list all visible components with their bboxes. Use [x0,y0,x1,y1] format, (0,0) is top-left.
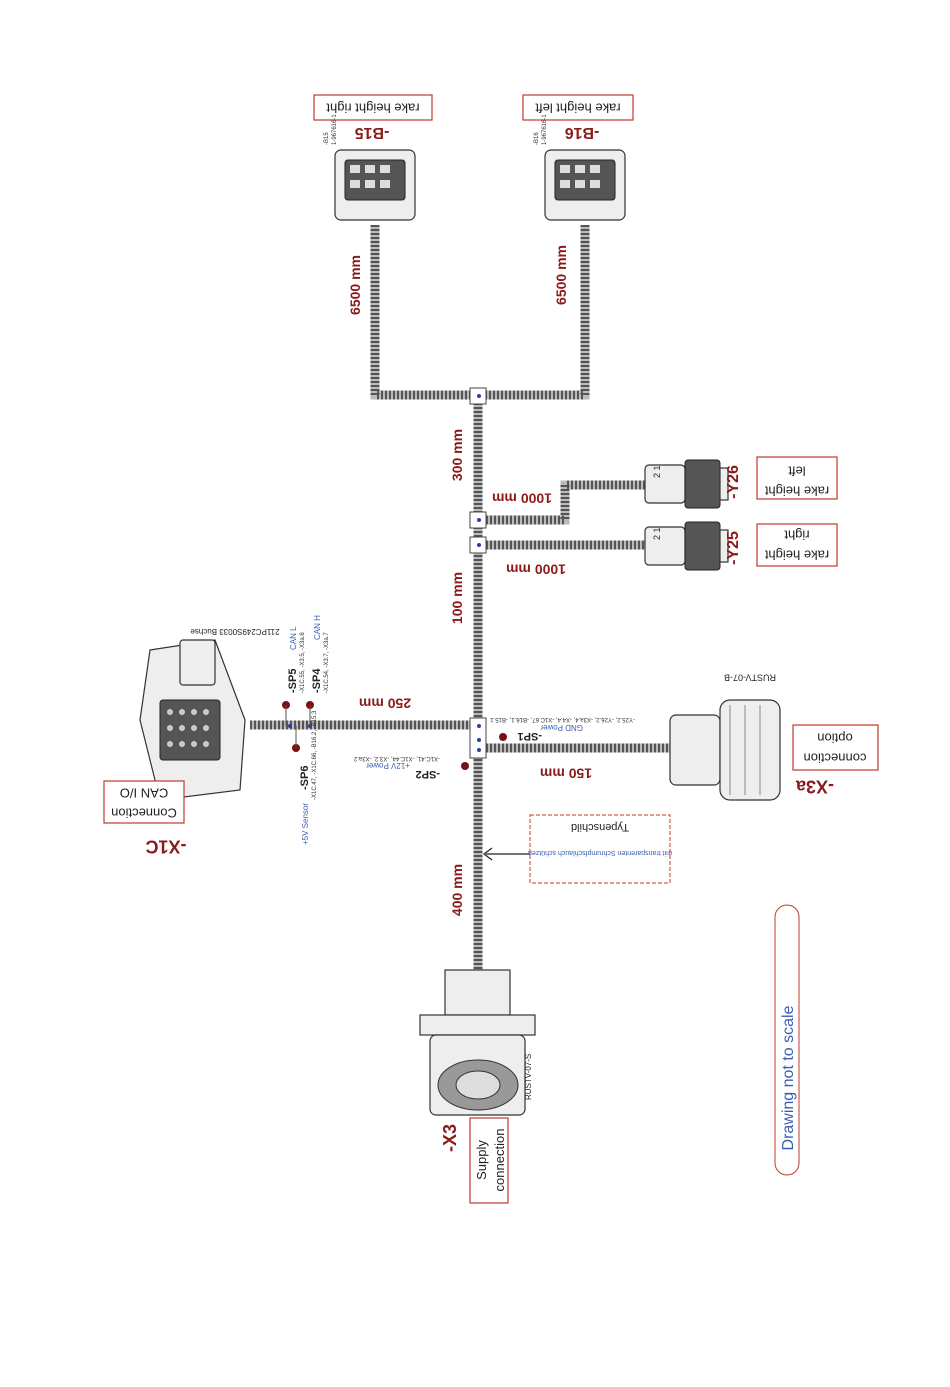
b16-desc: rake height left [535,101,621,116]
sp5-signal: CAN L [289,626,298,650]
y25-desc-box [756,523,838,567]
length-b16: 6500 mm [553,245,569,305]
b16-id: -B16 [565,124,600,141]
sp6-signal: +5V Sensor [301,803,310,845]
sp1-refs: -Y25.2, -Y26.2, -X3a.4, -X4.4, -X1C.67, … [490,716,635,722]
x3-desc-box [469,1117,509,1204]
b16-desc-box [522,94,634,121]
b15-connector [334,149,416,221]
note-box [774,904,800,1176]
sp5-id: -SP5 [287,669,299,693]
x3-desc-line2: connection [492,1129,507,1192]
x1c-desc-line2: CAN I/O [120,786,168,801]
b16-part-no: 1-967616-1 [542,114,548,145]
sp1-marker [499,733,507,741]
y25-desc-line1: rake height [764,548,829,563]
b15-b16-cable [370,225,590,400]
y26-desc-line1: rake height [764,484,829,499]
sp4-id: -SP4 [311,668,323,693]
breakout-nodes [288,387,487,759]
y25-id: -Y25 [725,531,742,565]
y26-pins: 2 1 [652,465,662,478]
length-trunk-top: 300 mm [449,429,465,481]
x3a-id: -X3a [795,776,834,796]
length-x1c: 250 mm [359,695,411,711]
x3a-connector [669,699,781,801]
y25-pins: 2 1 [652,527,662,540]
x1c-part-no: 211PC249S0033 Buchse [190,627,280,636]
x3-id: -X3 [440,1124,460,1152]
x3-connector [419,969,536,1116]
b16-part-ref: -B16 [534,132,540,145]
length-trunk-mid: 100 mm [449,572,465,624]
length-b15: 6500 mm [347,255,363,315]
b15-id: -B15 [355,124,390,141]
b15-part-ref: -B15 [324,132,330,145]
x1c-desc-box [103,780,185,824]
sp4-refs: -X1C.54, -X3.7, -X3a.7 [324,632,330,693]
b15-desc-box [313,94,433,121]
sp2-refs: -X1C.41, -X1C.44, -X3.2, -X3a.2 [353,755,440,761]
length-x3a: 150 mm [540,765,592,781]
label-box-note: mit transparenten Schrumpfschlauch schüt… [528,849,672,856]
y25-connector [644,521,729,571]
y26-id: -Y26 [725,465,742,499]
sp5-refs: -X1C.55, -X3.5, -X3a.6 [300,632,306,693]
splice-markers [282,701,507,770]
sp4-signal: CAN H [313,615,322,640]
x3a-desc-box [792,724,879,771]
sp2-signal: +12V Power [366,761,410,770]
sp1-id: -SP1 [518,730,542,742]
length-trunk-bottom: 400 mm [449,864,465,916]
label-box [529,814,671,884]
x3-part-no: RUSTV-07-S [524,1054,533,1100]
length-y26: 1000 mm [492,490,552,506]
x3a-part-no: RUSTV-07-B [724,673,776,683]
y26-desc-box [756,456,838,500]
not-to-scale-note: Drawing not to scale [780,1005,797,1150]
b15-part-no: 1-967616-1 [332,114,338,145]
x1c-desc-line1: Connection [111,806,177,821]
x3a-desc-line1: connection [804,751,867,766]
label-box-title: Typenschild [571,821,629,833]
x3-desc-line1: Supply [474,1140,489,1180]
b16-connector [544,149,626,221]
x3a-desc-line2: option [817,731,852,746]
y25-desc-line2: right [784,528,810,543]
y26-desc-line2: left [788,464,806,479]
y26-cable [478,480,645,525]
y26-connector [644,459,729,509]
text-layer: rake height right -B15 -B15 1-967616-1 r… [111,101,866,1192]
x1c-id: -X1C [145,836,186,856]
sp2-marker [461,762,469,770]
sp6-id: -SP6 [299,766,311,790]
length-y25: 1000 mm [506,561,566,577]
sp6-refs: -X1C.47, -X1C.66, -B16.2, -B15.3 [312,710,318,800]
sp2-id: -SP2 [416,768,440,780]
x1c-connector [139,639,246,801]
sp1-signal: GND Power [540,723,583,732]
b15-desc: rake height right [326,101,420,116]
